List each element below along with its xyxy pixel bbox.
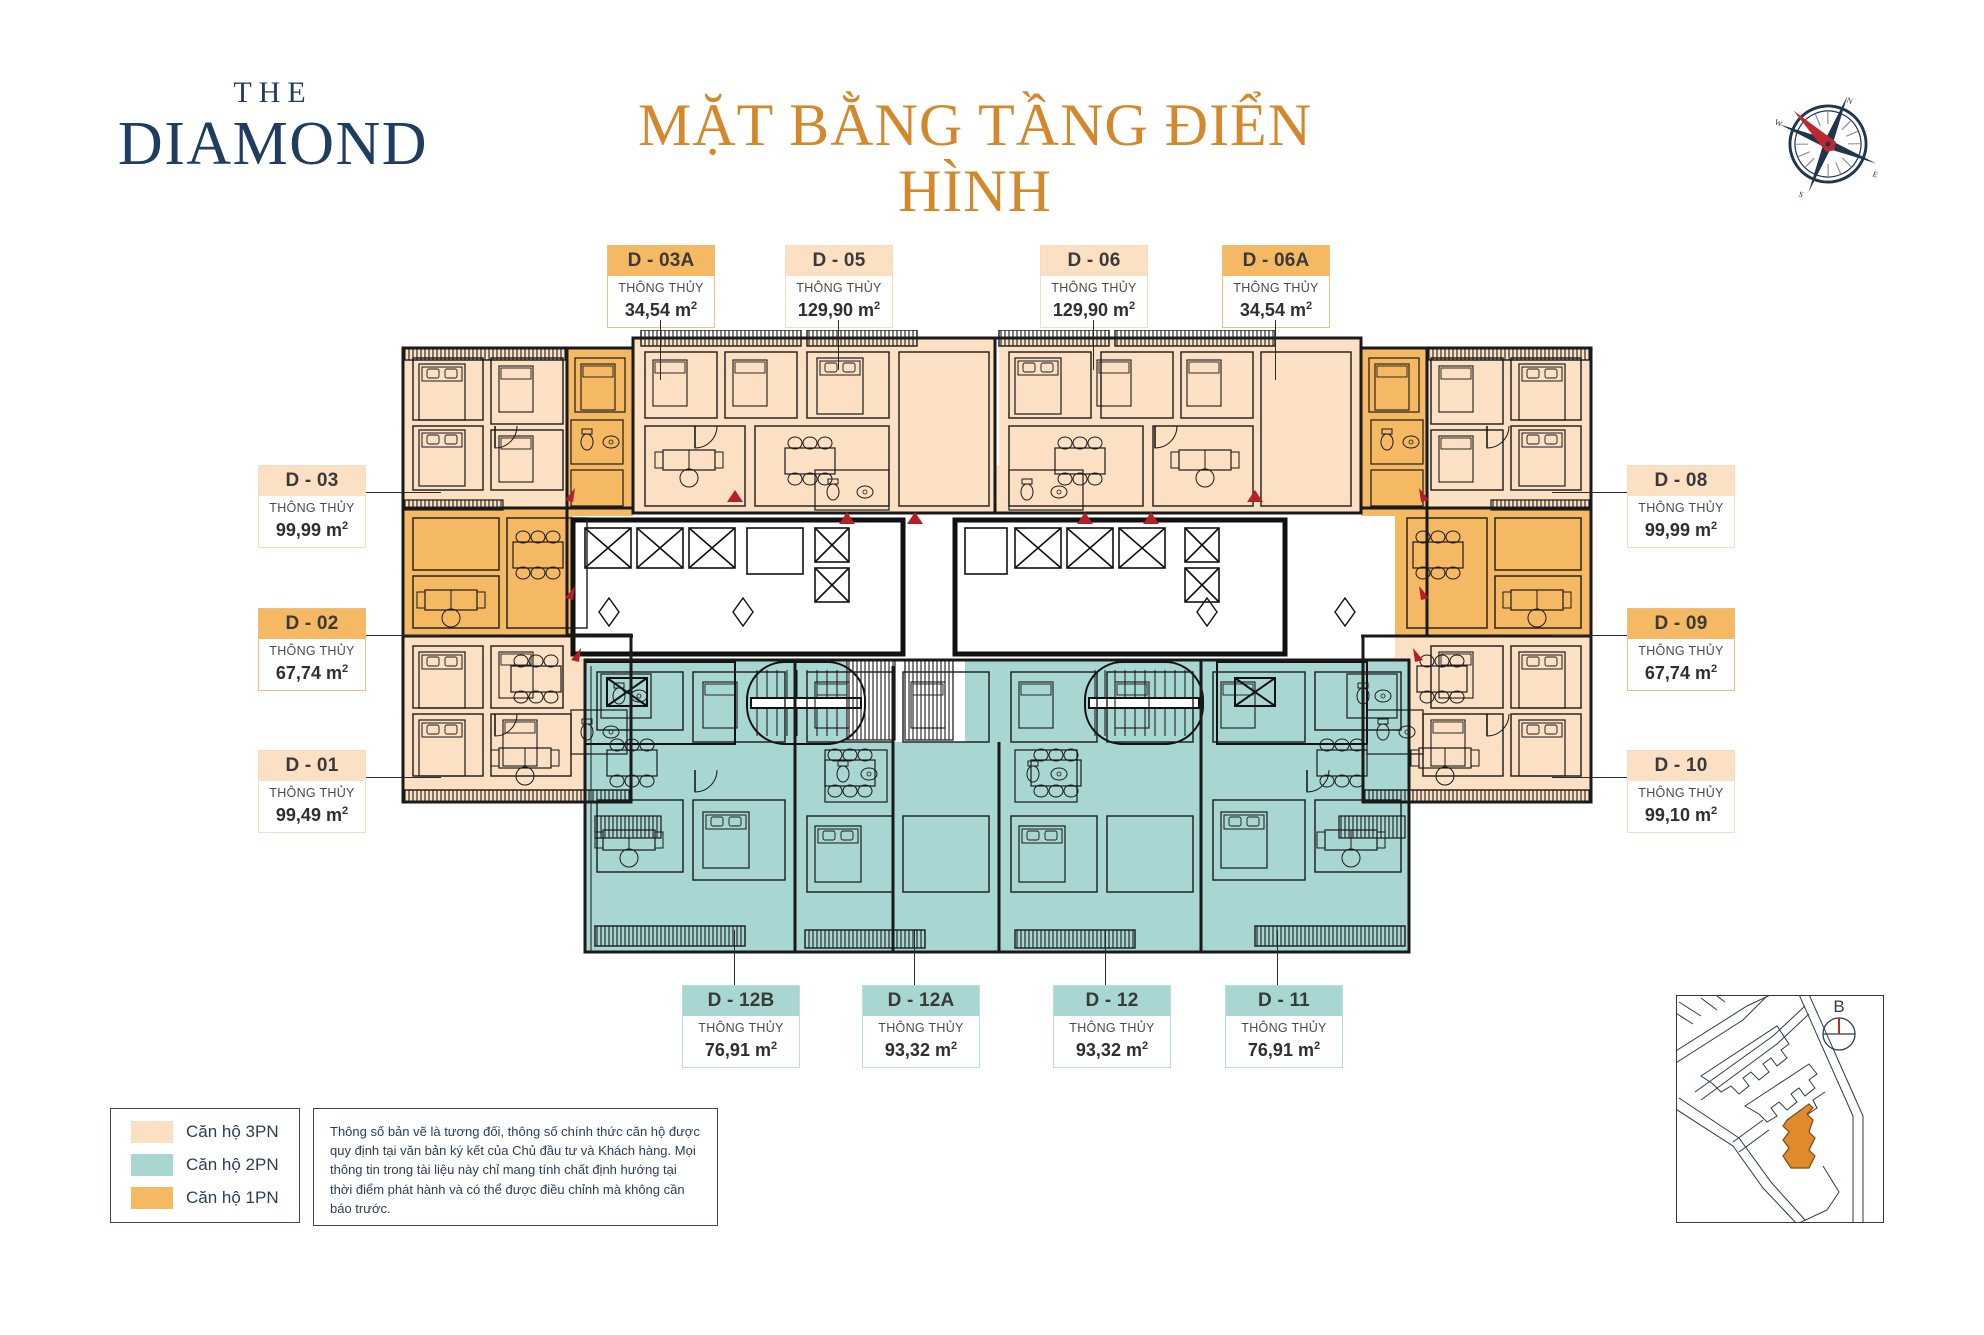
unit-sub-label: THÔNG THỦY: [796, 281, 882, 295]
unit-code: D - 12A: [863, 986, 979, 1016]
unit-callout-d-06a[interactable]: D - 06A THÔNG THỦY 34,54 m2: [1222, 245, 1330, 329]
callout-connector-d-06a: [1275, 320, 1276, 380]
svg-text:E: E: [1871, 170, 1879, 180]
unit-callout-d-06[interactable]: D - 06 THÔNG THỦY 129,90 m2: [1040, 245, 1148, 329]
legend-label-1pn: Căn hộ 1PN: [186, 1188, 279, 1207]
unit-callout-d-10[interactable]: D - 10 THÔNG THỦY 99,10 m2: [1627, 750, 1735, 834]
compass-rose-icon: N S W E: [1762, 78, 1894, 210]
unit-code: D - 10: [1628, 751, 1734, 781]
legend: Căn hộ 3PN Căn hộ 2PN Căn hộ 1PN: [110, 1108, 300, 1223]
north-indicator-icon: [1822, 1017, 1856, 1051]
callout-connector-d-11: [1277, 930, 1278, 985]
unit-callout-d-03a[interactable]: D - 03A THÔNG THỦY 34,54 m2: [607, 245, 715, 329]
unit-sub-label: THÔNG THỦY: [1069, 1021, 1155, 1035]
legend-item-2pn: Căn hộ 2PN: [131, 1154, 299, 1176]
unit-sub-label: THÔNG THỦY: [1241, 1021, 1327, 1035]
unit-callout-d-05[interactable]: D - 05 THÔNG THỦY 129,90 m2: [785, 245, 893, 329]
unit-code: D - 08: [1628, 466, 1734, 496]
minimap-highlighted-building: [1782, 1103, 1816, 1169]
unit-code: D - 01: [259, 751, 365, 781]
unit-sub-label: THÔNG THỦY: [269, 786, 355, 800]
disclaimer-note: Thông số bản vẽ là tương đối, thông số c…: [313, 1108, 718, 1226]
unit-code: D - 06A: [1223, 246, 1329, 276]
unit-area: 93,32 m2: [1075, 1039, 1149, 1060]
unit-sub-label: THÔNG THỦY: [1638, 786, 1724, 800]
unit-callout-d-03[interactable]: D - 03 THÔNG THỦY 99,99 m2: [258, 465, 366, 549]
callout-connector-d-12: [1105, 930, 1106, 985]
unit-area: 99,10 m2: [1644, 804, 1718, 825]
unit-callout-d-02[interactable]: D - 02 THÔNG THỦY 67,74 m2: [258, 608, 366, 692]
unit-area: 76,91 m2: [704, 1039, 778, 1060]
callout-connector-d-03: [366, 492, 441, 493]
unit-area: 34,54 m2: [624, 299, 698, 320]
unit-area: 93,32 m2: [884, 1039, 958, 1060]
unit-code: D - 09: [1628, 609, 1734, 639]
callout-connector-d-12b: [734, 930, 735, 985]
unit-sub-label: THÔNG THỦY: [1638, 644, 1724, 658]
unit-area: 67,74 m2: [275, 662, 349, 683]
unit-sub-label: THÔNG THỦY: [1638, 501, 1724, 515]
floor-plan-drawing: [395, 330, 1635, 970]
minimap-north-label: B: [1833, 997, 1844, 1016]
unit-code: D - 06: [1041, 246, 1147, 276]
unit-sub-label: THÔNG THỦY: [1233, 281, 1319, 295]
unit-callout-d-09[interactable]: D - 09 THÔNG THỦY 67,74 m2: [1627, 608, 1735, 692]
callout-connector-d-06: [1093, 320, 1094, 370]
unit-callout-d-12[interactable]: D - 12 THÔNG THỦY 93,32 m2: [1053, 985, 1171, 1069]
callout-connector-d-12a: [914, 930, 915, 985]
callout-connector-d-10: [1552, 777, 1627, 778]
unit-sub-label: THÔNG THỦY: [269, 501, 355, 515]
brand-logo: THE DIAMOND: [108, 78, 438, 177]
unit-area: 99,99 m2: [1644, 519, 1718, 540]
unit-area: 99,99 m2: [275, 519, 349, 540]
callout-connector-d-02: [366, 635, 441, 636]
unit-area: 129,90 m2: [1052, 299, 1136, 320]
unit-sub-label: THÔNG THỦY: [618, 281, 704, 295]
unit-code: D - 03: [259, 466, 365, 496]
callout-connector-d-08: [1552, 492, 1627, 493]
legend-label-2pn: Căn hộ 2PN: [186, 1155, 279, 1174]
unit-code: D - 11: [1226, 986, 1342, 1016]
unit-code: D - 12: [1054, 986, 1170, 1016]
floor-plan-svg: [401, 330, 1593, 954]
page-title: MẶT BẰNG TẦNG ĐIỂN HÌNH: [637, 92, 1313, 224]
unit-callout-d-12b[interactable]: D - 12B THÔNG THỦY 76,91 m2: [682, 985, 800, 1069]
unit-code: D - 03A: [608, 246, 714, 276]
unit-area: 67,74 m2: [1644, 662, 1718, 683]
legend-swatch-2pn: [131, 1154, 173, 1176]
unit-callout-d-01[interactable]: D - 01 THÔNG THỦY 99,49 m2: [258, 750, 366, 834]
legend-item-1pn: Căn hộ 1PN: [131, 1187, 299, 1209]
unit-callout-d-11[interactable]: D - 11 THÔNG THỦY 76,91 m2: [1225, 985, 1343, 1069]
callout-connector-d-03a: [660, 320, 661, 380]
svg-text:N: N: [1845, 96, 1854, 107]
unit-area: 76,91 m2: [1247, 1039, 1321, 1060]
unit-callout-d-12a[interactable]: D - 12A THÔNG THỦY 93,32 m2: [862, 985, 980, 1069]
brand-logo-the: THE: [233, 76, 313, 109]
unit-area: 34,54 m2: [1239, 299, 1313, 320]
legend-item-3pn: Căn hộ 3PN: [131, 1121, 299, 1143]
unit-sub-label: THÔNG THỦY: [269, 644, 355, 658]
unit-callout-d-08[interactable]: D - 08 THÔNG THỦY 99,99 m2: [1627, 465, 1735, 549]
unit-sub-label: THÔNG THỦY: [698, 1021, 784, 1035]
svg-text:S: S: [1797, 190, 1805, 200]
minimap-svg: B: [1677, 996, 1883, 1222]
callout-connector-d-09: [1552, 635, 1627, 636]
svg-text:W: W: [1773, 118, 1784, 129]
legend-label-3pn: Căn hộ 3PN: [186, 1122, 279, 1141]
legend-swatch-3pn: [131, 1121, 173, 1143]
brand-logo-diamond: DIAMOND: [117, 110, 429, 178]
unit-sub-label: THÔNG THỦY: [1051, 281, 1137, 295]
unit-code: D - 12B: [683, 986, 799, 1016]
callout-connector-d-05: [838, 320, 839, 370]
site-location-minimap[interactable]: B: [1676, 995, 1884, 1223]
unit-area: 129,90 m2: [797, 299, 881, 320]
unit-code: D - 02: [259, 609, 365, 639]
unit-sub-label: THÔNG THỦY: [878, 1021, 964, 1035]
callout-connector-d-01: [366, 777, 441, 778]
unit-area: 99,49 m2: [275, 804, 349, 825]
fire-exit-marker: [565, 488, 1429, 662]
unit-code: D - 05: [786, 246, 892, 276]
legend-swatch-1pn: [131, 1187, 173, 1209]
